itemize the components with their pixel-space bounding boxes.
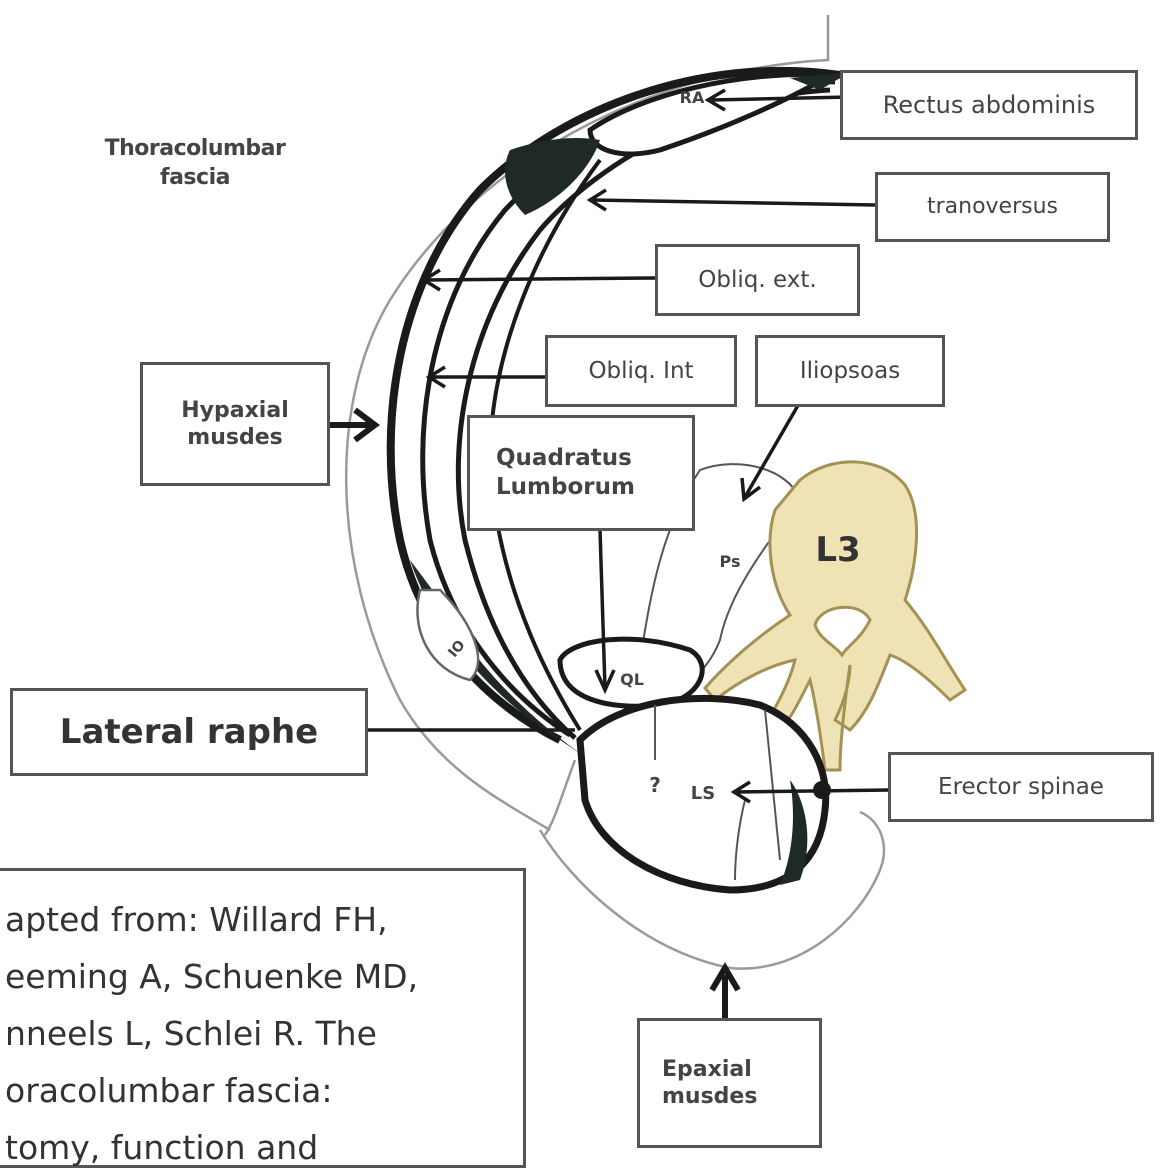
label-rectus-abdominis: Rectus abdominis <box>840 70 1138 140</box>
vertebra-label: L3 <box>808 528 868 572</box>
label-hypaxial-muscles: Hypaxial musdes <box>140 362 330 486</box>
mark-ra: RA <box>672 88 712 109</box>
label-oblique-internal: Obliq. Int <box>545 335 737 407</box>
mark-ls: LS <box>683 782 723 805</box>
label-iliopsoas: Iliopsoas <box>755 335 945 407</box>
label-lateral-raphe: Lateral raphe <box>10 688 368 776</box>
diagram-title: Thoracolumbar fascia <box>90 135 300 192</box>
mark-ps: Ps <box>710 552 750 573</box>
label-quadratus-lumborum: Quadratus Lumborum <box>467 415 695 531</box>
label-erector-spinae: Erector spinae <box>888 752 1154 822</box>
arrow-oblique-ext <box>425 278 655 280</box>
citation-text: apted from: Willard FH, eeming A, Schuen… <box>5 891 418 1176</box>
mark-ql: QL <box>612 670 652 691</box>
arrow-transversus <box>592 200 875 205</box>
diagram-stage: Thoracolumbar fascia Rectus abdominis tr… <box>0 0 1168 1136</box>
mark-question: ? <box>640 772 670 798</box>
label-oblique-external: Obliq. ext. <box>655 244 860 316</box>
label-transversus: tranoversus <box>875 172 1110 242</box>
lateral-outline <box>545 760 575 835</box>
arrow-erector <box>735 790 890 792</box>
label-epaxial-muscles: Epaxial musdes <box>637 1018 822 1148</box>
citation-box: apted from: Willard FH, eeming A, Schuen… <box>0 868 526 1168</box>
rectus-abdominis-shape <box>590 74 830 154</box>
